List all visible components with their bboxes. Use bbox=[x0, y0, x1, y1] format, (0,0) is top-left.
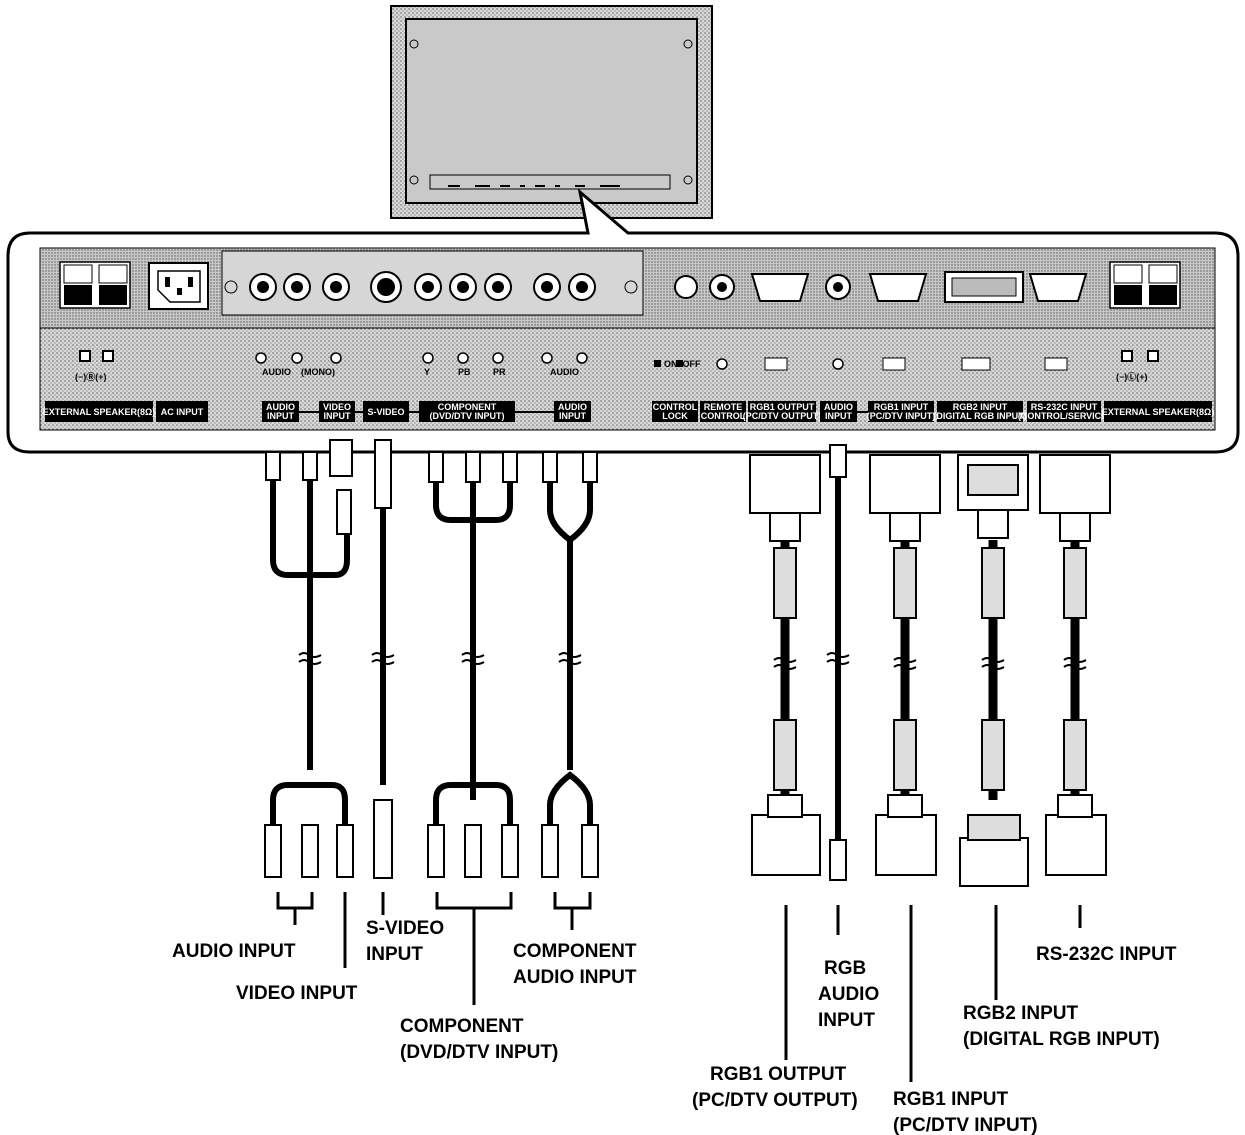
label-rgb2-input-text-0: RGB2 INPUT bbox=[953, 402, 1008, 412]
callout-s-video-line2: INPUT bbox=[366, 944, 423, 965]
on-off-label: ON/ OFF bbox=[664, 359, 701, 369]
label-remote-control-text-0: REMOTE bbox=[704, 402, 743, 412]
tv-monitor bbox=[390, 5, 713, 219]
label-ext-speaker-left-text-0: EXTERNAL SPEAKER(8Ω) bbox=[43, 407, 156, 417]
speaker-r-polarity: (−)Ⓡ(+) bbox=[75, 371, 107, 382]
label-component-text-1: (DVD/DTV INPUT) bbox=[430, 411, 505, 421]
label-remote-control-box bbox=[700, 401, 746, 422]
callout-component-audio-line1: COMPONENT bbox=[513, 941, 637, 962]
label-component-text-0: COMPONENT bbox=[438, 402, 497, 412]
av-cables bbox=[270, 475, 593, 830]
label-control-lock-text-0: CONTROL bbox=[653, 402, 698, 412]
label-audio-input-2-text-1: INPUT bbox=[559, 411, 587, 421]
label-rgb1-input-text-1: (PC/DTV INPUT) bbox=[867, 411, 936, 421]
rear-panel bbox=[6, 188, 1240, 454]
callout-rgb-audio-line2: AUDIO bbox=[818, 984, 879, 1005]
rgb-ports-row bbox=[674, 271, 1088, 303]
label-audio-input-2-box bbox=[554, 401, 591, 422]
mono-label: (MONO) bbox=[301, 367, 335, 377]
audio-small-label: AUDIO bbox=[262, 367, 291, 377]
av-plugs bbox=[264, 439, 599, 879]
callout-rgb1-input-line2: (PC/DTV INPUT) bbox=[893, 1115, 1038, 1135]
pb-label: PB bbox=[458, 367, 471, 377]
label-video-input-box bbox=[319, 401, 355, 422]
callout-rgb2-input-line2: (DIGITAL RGB INPUT) bbox=[963, 1029, 1160, 1050]
label-s-video-text-0: S-VIDEO bbox=[367, 407, 404, 417]
callout-leaders bbox=[276, 892, 1082, 1082]
label-video-input-text-0: VIDEO bbox=[323, 402, 351, 412]
rgb-plugs bbox=[749, 444, 1111, 887]
label-audio-input-3-text-0: AUDIO bbox=[824, 402, 853, 412]
cable-break-marks bbox=[298, 652, 1087, 670]
speaker-terminal-left bbox=[59, 261, 131, 309]
label-rgb2-input-text-1: (DIGITAL RGB INPUT) bbox=[933, 411, 1026, 421]
callout-rgb1-input-line1: RGB1 INPUT bbox=[893, 1089, 1008, 1110]
label-control-lock-box bbox=[652, 401, 698, 422]
label-audio-input-1-text-0: AUDIO bbox=[266, 402, 295, 412]
label-ext-speaker-right-text-0: EXTERNAL SPEAKER(8Ω) bbox=[1102, 407, 1215, 417]
label-ac-input-text-0: AC INPUT bbox=[161, 407, 204, 417]
y-label: Y bbox=[424, 367, 430, 377]
rgb-cables bbox=[780, 475, 1080, 840]
pr-label: PR bbox=[493, 367, 506, 377]
callout-rgb1-output-line1: RGB1 OUTPUT bbox=[710, 1064, 847, 1085]
callout-audio-input: AUDIO INPUT bbox=[172, 941, 296, 962]
label-rgb2-input-box bbox=[937, 401, 1023, 422]
label-ext-speaker-left-box bbox=[45, 401, 153, 422]
label-rgb1-output-text-1: (PC/DTV OUTPUT) bbox=[743, 411, 822, 421]
label-audio-input-3-box bbox=[820, 401, 857, 422]
label-rgb1-output-box bbox=[748, 401, 816, 422]
label-rgb1-output-text-0: RGB1 OUTPUT bbox=[750, 402, 815, 412]
label-component-box bbox=[419, 401, 515, 422]
callout-rs232c-input: RS-232C INPUT bbox=[1036, 944, 1177, 965]
lower-panel-icons bbox=[79, 350, 1159, 371]
label-rgb1-input-text-0: RGB1 INPUT bbox=[874, 402, 929, 412]
label-video-input-text-1: INPUT bbox=[324, 411, 352, 421]
label-ac-input-box bbox=[156, 401, 208, 422]
speaker-terminal-right bbox=[1109, 261, 1181, 309]
label-audio-input-3-text-1: INPUT bbox=[825, 411, 853, 421]
callout-rgb-audio-line3: INPUT bbox=[818, 1010, 875, 1031]
callout-video-input: VIDEO INPUT bbox=[236, 983, 358, 1004]
ac-socket bbox=[148, 262, 209, 310]
label-rs232c-input-text-1: (CONTROL/SERVICE) bbox=[1018, 411, 1110, 421]
callout-s-video-line1: S-VIDEO bbox=[366, 918, 444, 939]
label-ext-speaker-right-box bbox=[1104, 401, 1212, 422]
callout-rgb1-output-line2: (PC/DTV OUTPUT) bbox=[692, 1090, 858, 1111]
label-control-lock-text-1: LOCK bbox=[662, 411, 688, 421]
callout-component-line2: (DVD/DTV INPUT) bbox=[400, 1042, 558, 1063]
callout-component-line1: COMPONENT bbox=[400, 1016, 524, 1037]
label-s-video-box bbox=[363, 401, 409, 422]
label-rs232c-input-box bbox=[1027, 401, 1101, 422]
label-audio-input-1-text-1: INPUT bbox=[267, 411, 295, 421]
callout-rgb-audio-line1: RGB bbox=[824, 958, 866, 979]
label-audio-input-1-box bbox=[262, 401, 299, 422]
audio-small-label-2: AUDIO bbox=[550, 367, 579, 377]
speaker-l-polarity: (−)Ⓛ(+) bbox=[1116, 371, 1148, 382]
label-remote-control-text-1: CONTROL bbox=[701, 411, 746, 421]
label-audio-input-2-text-0: AUDIO bbox=[558, 402, 587, 412]
label-rs232c-input-text-0: RS-232C INPUT bbox=[1031, 402, 1098, 412]
callout-rgb2-input-line1: RGB2 INPUT bbox=[963, 1003, 1078, 1024]
label-rgb1-input-box bbox=[868, 401, 934, 422]
av-jacks-row bbox=[224, 271, 638, 303]
callout-component-audio-line2: AUDIO INPUT bbox=[513, 967, 637, 988]
